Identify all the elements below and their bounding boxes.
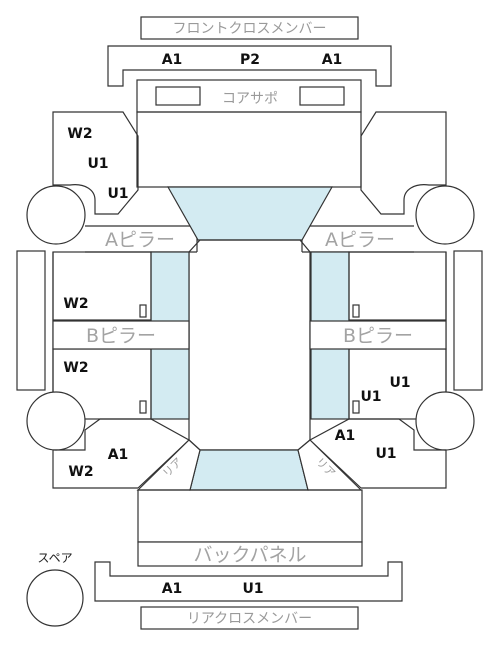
a-pillar-left-label: Aピラー — [105, 229, 175, 251]
rear-cross-member-label: リアクロスメンバー — [187, 611, 312, 627]
rear-cross-mark-u1: U1 — [242, 581, 263, 597]
b-pillar-left-band — [52, 320, 190, 350]
left-front-fender — [52, 111, 139, 215]
left-rear-door-handle — [139, 400, 147, 414]
left-front-door — [52, 251, 152, 321]
cabin-roof — [188, 239, 311, 451]
rd-rear-mark-u1-b: U1 — [360, 389, 381, 405]
left-front-wheel — [26, 185, 86, 245]
left-rear-wheel — [26, 391, 86, 451]
right-side-outline — [361, 252, 447, 489]
headlight-right — [299, 86, 345, 106]
ld-rear-mark-w2: W2 — [63, 360, 88, 376]
right-rear-door-handle — [352, 400, 360, 414]
b-pillar-left-label: Bピラー — [86, 325, 156, 347]
left-front-door-handle — [139, 304, 147, 318]
lr-quarter-mark-a1: A1 — [108, 447, 129, 463]
right-front-door-handle — [352, 304, 360, 318]
windshield-glass — [166, 186, 334, 241]
lf-mark-u1-a: U1 — [87, 156, 108, 172]
right-front-door — [348, 251, 447, 321]
left-step-bar — [16, 250, 46, 391]
right-front-fender — [360, 111, 447, 215]
rear-bumper-outline — [94, 561, 403, 602]
a-pillar-right-label: Aピラー — [325, 229, 395, 251]
front-cross-member-box — [140, 16, 359, 40]
lf-mark-u1-b: U1 — [107, 186, 128, 202]
front-bumper-outline — [107, 45, 392, 87]
rear-glass — [189, 449, 309, 491]
hood-panel — [136, 111, 362, 188]
front-cross-mark-center: P2 — [240, 52, 260, 68]
spare-label: スペア — [37, 551, 72, 565]
rear-cross-member-box — [140, 606, 359, 630]
b-pillar-right-label: Bピラー — [343, 325, 413, 347]
spare-tire — [26, 569, 84, 627]
right-rear-wheel — [415, 391, 475, 451]
back-panel-box — [137, 541, 363, 567]
lf-mark-w2: W2 — [67, 126, 92, 142]
trunk-panel — [137, 489, 363, 543]
core-support-box — [136, 79, 362, 113]
front-cross-member-label: フロントクロスメンバー — [173, 21, 327, 37]
ld-front-mark-w2: W2 — [63, 296, 88, 312]
headlight-left — [155, 86, 201, 106]
core-support-label: コアサポ — [222, 91, 278, 107]
b-pillar-right-band — [309, 320, 447, 350]
rr-quarter-mark-a1: A1 — [335, 428, 356, 444]
lr-quarter-mark-w2: W2 — [68, 464, 93, 480]
rd-rear-mark-u1-a: U1 — [389, 375, 410, 391]
back-panel-label: バックパネル — [193, 544, 306, 566]
rr-quarter-mark-u1: U1 — [375, 446, 396, 462]
front-cross-mark-right: A1 — [322, 52, 343, 68]
rear-cross-mark-a1: A1 — [162, 581, 183, 597]
right-step-bar — [453, 250, 483, 391]
front-cross-mark-left: A1 — [162, 52, 183, 68]
right-front-wheel — [415, 185, 475, 245]
